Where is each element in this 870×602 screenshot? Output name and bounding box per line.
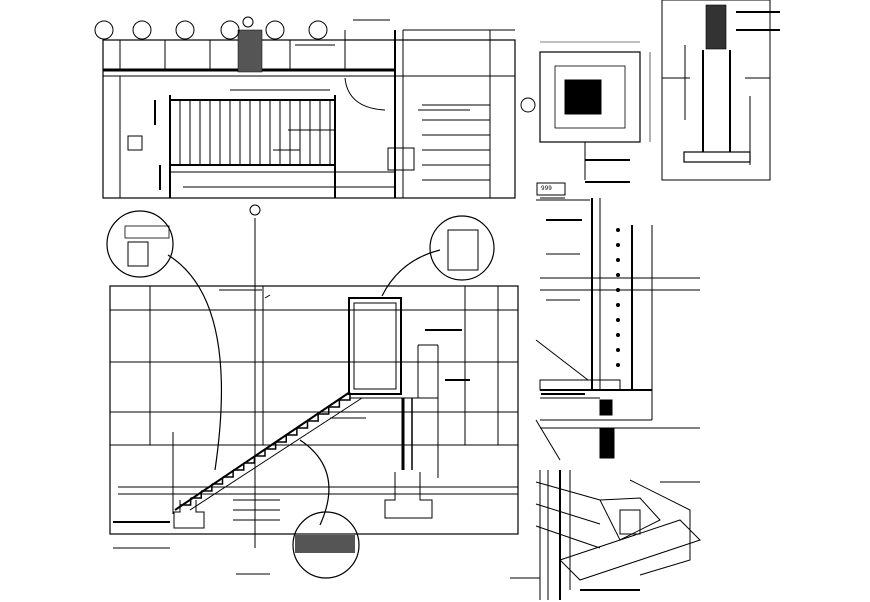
anchor-point	[616, 348, 620, 352]
stair-tread	[296, 421, 309, 429]
anchor-point	[616, 303, 620, 307]
anchor-point	[616, 333, 620, 337]
anchor-point	[616, 318, 620, 322]
main-flight-treads	[180, 393, 351, 506]
anchor-point	[616, 258, 620, 262]
stringer-3d-detail	[510, 470, 701, 600]
stair-tread	[265, 442, 277, 450]
anchor-point	[616, 363, 620, 367]
stair-tread	[318, 407, 330, 415]
stair-tread	[243, 456, 256, 464]
footing-plan	[539, 41, 651, 183]
stair-tread	[328, 400, 341, 408]
anchor-point	[616, 243, 620, 247]
stair-tread	[180, 498, 192, 506]
staircase-elevation-top	[102, 19, 516, 199]
stair-tread	[339, 393, 351, 401]
stair-tread	[222, 470, 234, 478]
stair-tread	[211, 477, 224, 485]
stair-tread	[254, 449, 266, 457]
staircase-side-section	[535, 183, 700, 461]
callout-circle-row	[94, 16, 328, 40]
detail-tag	[536, 182, 566, 196]
stair-tread	[286, 428, 298, 436]
detail-circles	[106, 97, 536, 579]
anchor-point	[616, 288, 620, 292]
stair-tread	[275, 435, 287, 443]
anchor-point	[616, 273, 620, 277]
stair-tread	[233, 463, 245, 471]
stair-tread	[190, 491, 202, 499]
stair-tread	[307, 414, 319, 422]
detail-tag-label: 999	[541, 185, 552, 192]
column-footing-section	[661, 0, 780, 181]
side-section-steps	[616, 228, 620, 367]
stair-tread	[201, 484, 213, 492]
top-railing-balusters	[179, 100, 331, 165]
anchor-point	[616, 228, 620, 232]
staircase-elevation-main	[109, 218, 519, 575]
